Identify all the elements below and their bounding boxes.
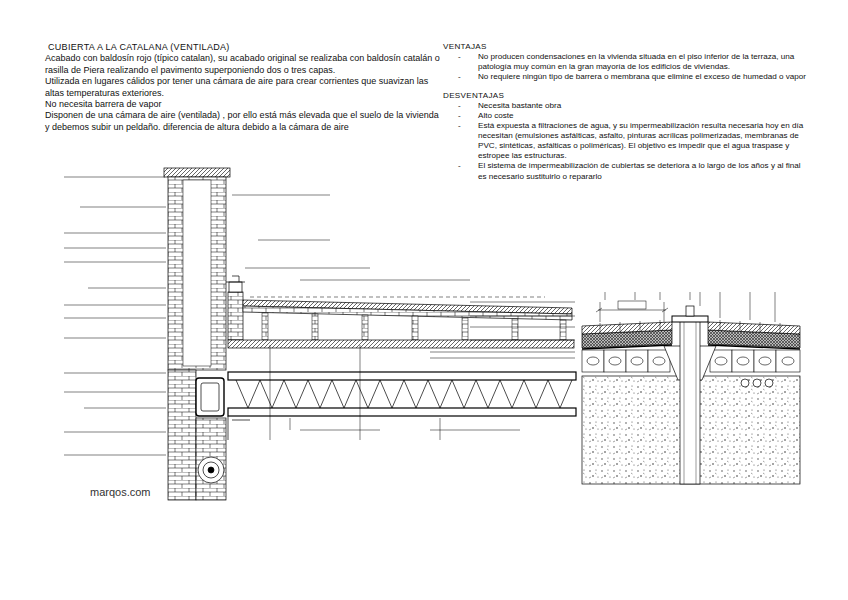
left-detail-part	[226, 276, 245, 282]
right-detail-part-part	[754, 350, 776, 372]
right-detail-part	[582, 322, 672, 334]
pros-cons-column: VENTAJAS-No producen condensaciones en l…	[443, 42, 811, 182]
list-bullet: -	[443, 52, 478, 72]
left-detail-part	[164, 168, 230, 177]
list-text: No producen condensaciones en la viviend…	[478, 52, 811, 72]
left-detail-part	[228, 416, 250, 440]
right-detail-part-part	[631, 357, 643, 365]
left-detail-part-part	[560, 320, 566, 340]
section-heading: VENTAJAS	[443, 42, 811, 52]
list-bullet: -	[443, 111, 478, 121]
list-item: -Está expuesta a filtraciones de agua, y…	[443, 121, 811, 162]
left-detail-part	[196, 418, 226, 500]
right-detail-part-part	[609, 357, 621, 365]
list-item: -Necesita bastante obra	[443, 101, 811, 111]
list-bullet: -	[443, 101, 478, 111]
left-detail-part	[201, 383, 219, 411]
left-detail-part	[250, 297, 545, 298]
right-detail-part-part	[604, 350, 626, 372]
left-detail-part	[290, 418, 520, 430]
right-detail-part-part	[605, 292, 775, 322]
list-item: -No requiere ningún tipo de barrera o me…	[443, 72, 811, 82]
right-detail-part	[741, 379, 749, 387]
right-detail-part-part	[759, 357, 771, 365]
right-detail-part-part	[582, 350, 604, 372]
body-paragraph: Utilizada en lugares cálidos por tener u…	[45, 76, 440, 99]
right-detail-part-part	[626, 350, 648, 372]
intro-column: CUBIERTA A LA CATALANA (VENTILADA)Acabad…	[45, 42, 440, 133]
right-detail	[582, 292, 800, 484]
left-detail-part-part	[430, 302, 575, 358]
list-item: -No producen condensaciones en la vivien…	[443, 52, 811, 72]
right-detail-part-part	[782, 357, 794, 365]
right-detail-part	[680, 318, 700, 484]
left-detail-part	[228, 408, 576, 416]
left-detail-part	[228, 340, 574, 348]
left-detail-part	[168, 177, 226, 370]
right-detail-part-part	[737, 357, 749, 365]
left-detail-part-part	[462, 318, 468, 340]
left-detail-part	[203, 462, 219, 478]
right-detail-part	[765, 379, 773, 387]
left-detail-part	[196, 378, 224, 416]
list-text: No requiere ningún tipo de barrera o mem…	[478, 72, 811, 82]
right-detail-part-part	[732, 350, 754, 372]
list-bullet: -	[443, 161, 478, 181]
left-detail-part	[168, 370, 196, 500]
left-detail-part-part	[412, 316, 418, 340]
left-detail-part	[228, 372, 576, 380]
right-detail-part-part	[776, 350, 800, 372]
left-detail-part	[64, 177, 575, 455]
left-detail-part	[243, 306, 572, 320]
left-detail-part	[208, 467, 214, 473]
body-paragraph: Acabado con baldosín rojo (típico catala…	[45, 53, 440, 76]
body-paragraph: Disponen de una cámara de aire (ventilad…	[45, 110, 440, 133]
left-detail-part-part	[270, 345, 440, 440]
left-detail-part-part	[64, 177, 166, 455]
list-text: Está expuesta a filtraciones de agua, y …	[478, 121, 811, 162]
right-detail-part	[672, 316, 708, 322]
left-detail-part-part	[262, 313, 268, 340]
watermark: marqos.com	[90, 486, 151, 498]
left-detail-part	[183, 180, 211, 366]
left-detail-part-part	[512, 319, 518, 340]
list-bullet: -	[443, 72, 478, 82]
list-text: El sistema de impermeabilización de cubi…	[478, 161, 811, 181]
list-item: -El sistema de impermeabilización de cub…	[443, 161, 811, 181]
list-text: Necesita bastante obra	[478, 101, 811, 111]
left-detail-part	[198, 457, 224, 483]
right-detail-part	[708, 322, 800, 334]
left-detail-part	[236, 380, 572, 408]
right-detail-part-part	[715, 357, 727, 365]
left-detail-part-part	[312, 314, 318, 340]
body-paragraph: No necesita barrera de vapor	[45, 99, 440, 110]
left-detail-part-part	[232, 195, 470, 280]
right-detail-part	[596, 292, 775, 322]
left-detail-part	[229, 282, 242, 292]
right-detail-part-part	[653, 357, 665, 365]
right-detail-part-part	[596, 302, 668, 322]
left-detail-part	[228, 292, 243, 340]
right-detail-part	[753, 379, 761, 387]
section-heading: DESVENTAJAS	[443, 91, 811, 101]
right-detail-part-part	[587, 357, 599, 365]
right-detail-part-part	[618, 301, 646, 309]
right-detail-part	[684, 318, 696, 484]
left-detail	[64, 168, 576, 500]
page-title: CUBIERTA A LA CATALANA (VENTILADA)	[45, 42, 440, 53]
left-detail-part	[262, 313, 566, 340]
right-detail-part	[686, 306, 694, 316]
list-item: -Alto coste	[443, 111, 811, 121]
list-text: Alto coste	[478, 111, 811, 121]
left-detail-part-part	[362, 315, 368, 340]
list-bullet: -	[443, 121, 478, 162]
